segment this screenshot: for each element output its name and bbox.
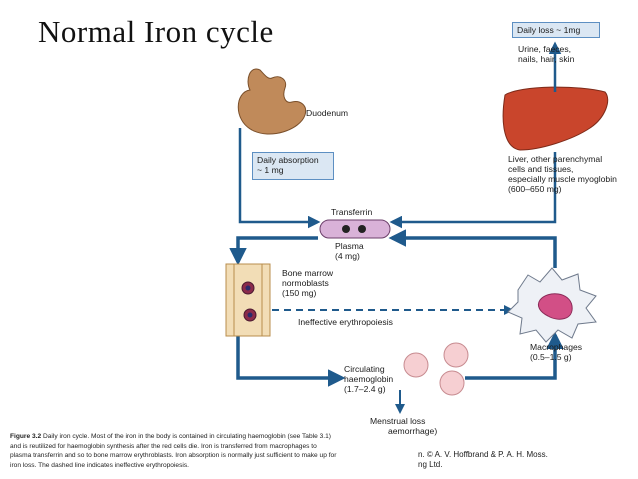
caption-label: Figure 3.2: [10, 433, 42, 440]
caption-line-4: iron loss. The dashed line indicates ine…: [10, 461, 189, 469]
figure-credit: n. © A. V. Hoffbrand & P. A. H. Moss. ng…: [418, 450, 548, 469]
bone-marrow-icon: [225, 263, 271, 337]
red-cell-icon: [439, 370, 465, 396]
slide-title: Normal Iron cycle: [38, 14, 274, 49]
menstrual-loss-label: Menstrual loss aemorrhage): [370, 416, 438, 436]
duodenum-label: Duodenum: [306, 108, 349, 118]
red-cell-icon: [443, 342, 469, 368]
bone-marrow-label: Bone marrow normoblasts (150 mg): [282, 268, 334, 298]
circulating-haemoglobin-label: Circulating haemoglobin (1.7–2.4 g): [344, 364, 394, 394]
loss-routes-label: Urine, faeces, nails, hair, skin: [518, 44, 575, 64]
caption-line-2: and is reutilized for haemoglobin synthe…: [10, 442, 317, 450]
caption-line-1: Daily iron cycle. Most of the iron in th…: [43, 433, 331, 440]
daily-loss-box: Daily loss ~ 1mg: [512, 22, 600, 38]
liver-label: Liver, other parenchymal cells and tissu…: [508, 154, 617, 194]
macrophages-label: Macrophages (0.5–1.5 g): [530, 342, 583, 362]
duodenum-icon: [237, 68, 307, 135]
red-cell-icon: [403, 352, 429, 378]
figure-caption: Figure 3.2 Daily iron cycle. Most of the…: [10, 432, 410, 470]
daily-absorption-box: Daily absorption ~ 1 mg: [252, 152, 334, 180]
liver-icon: [502, 86, 609, 151]
caption-line-3: plasma transferrin and so to bone marrow…: [10, 452, 337, 459]
transferrin-label: Transferrin: [331, 207, 373, 217]
transferrin-icon: [319, 219, 391, 239]
daily-absorption-amount: ~ 1 mg: [257, 165, 284, 175]
daily-absorption-line: Daily absorption: [257, 155, 319, 165]
plasma-label: Plasma (4 mg): [335, 241, 364, 261]
ineffective-erythropoiesis-label: Ineffective erythropoiesis: [298, 317, 393, 327]
